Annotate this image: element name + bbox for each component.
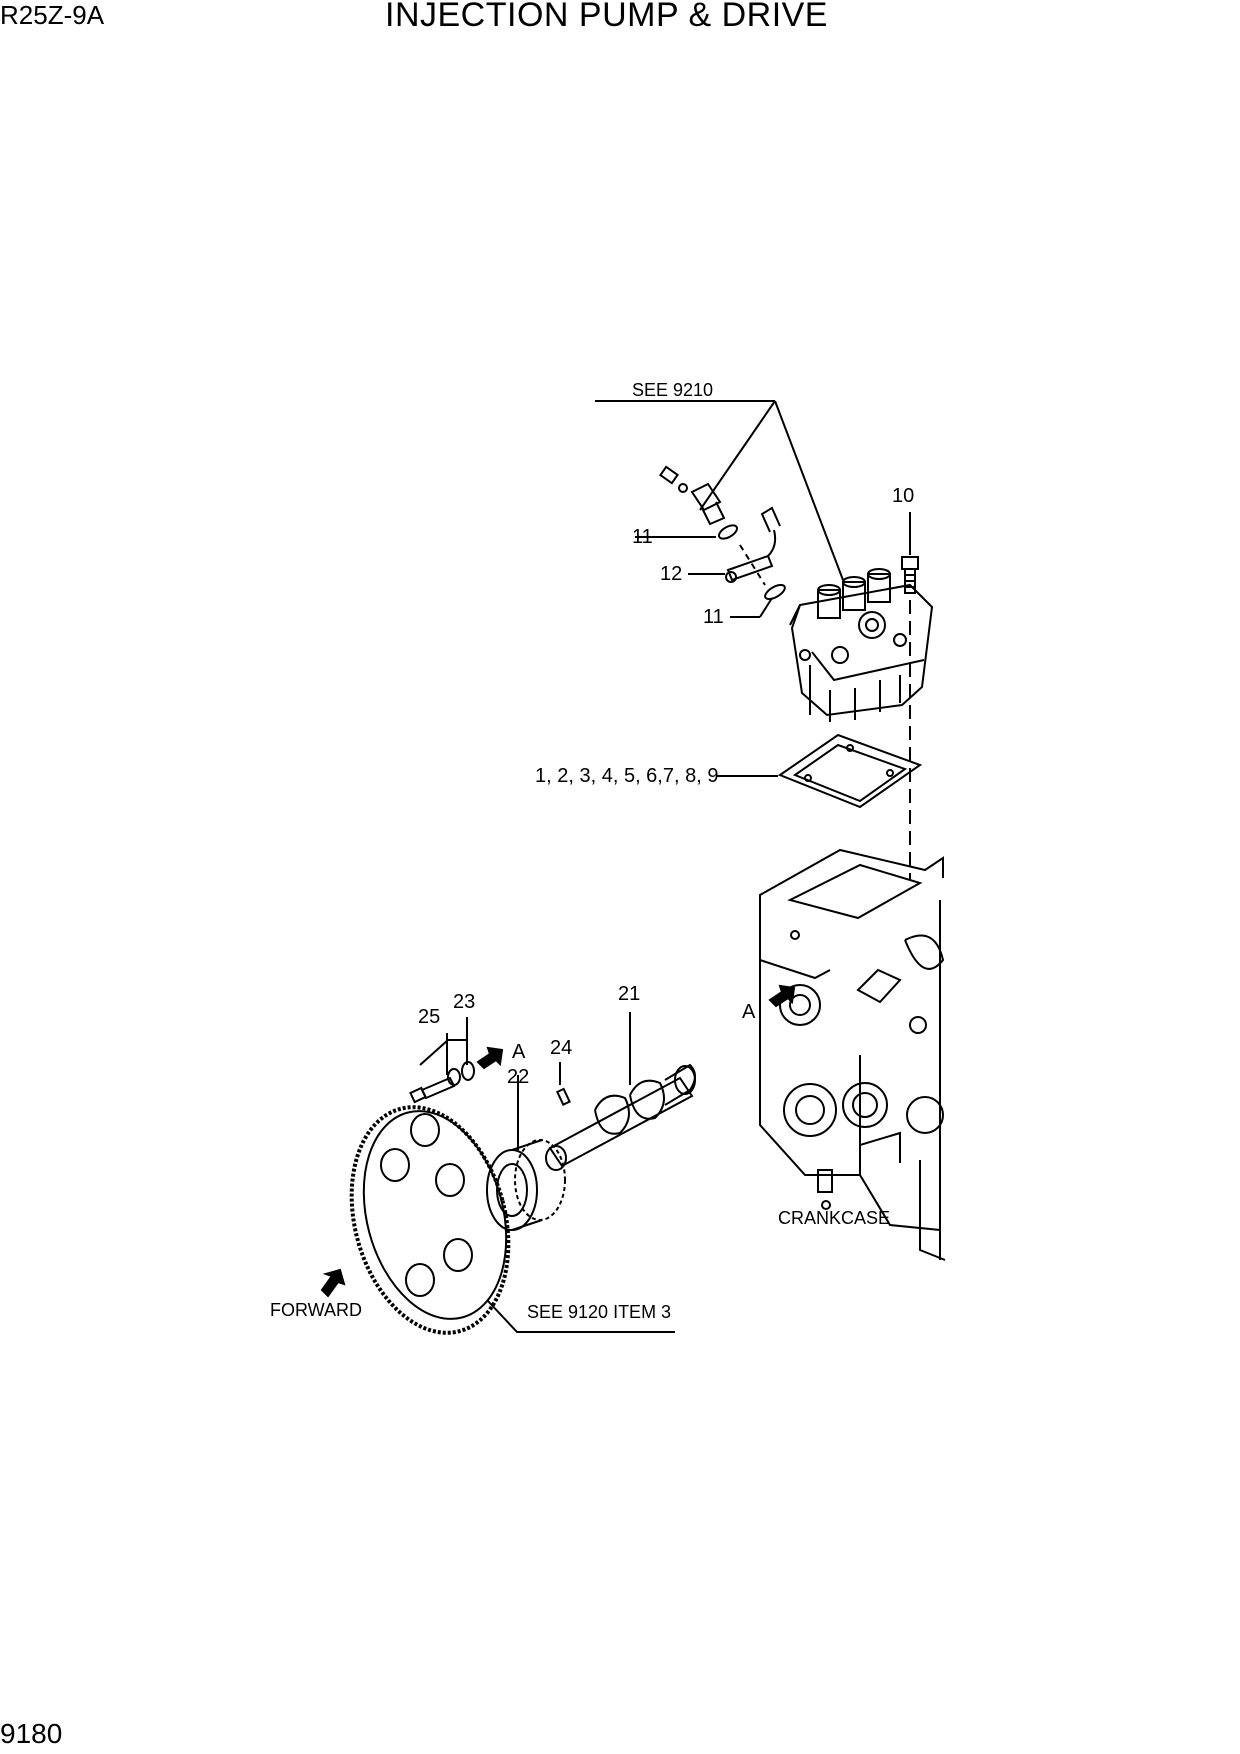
callout-11-upper: 11 <box>632 526 653 548</box>
camshaft-gear <box>349 1105 511 1335</box>
elbow-pipe <box>725 506 781 583</box>
callout-22: 22 <box>507 1066 529 1088</box>
callout-11-lower: 11 <box>703 606 724 628</box>
callout-items-1-9: 1, 2, 3, 4, 5, 6,7, 8, 9 <box>535 765 718 787</box>
pump-gasket <box>777 733 923 809</box>
view-a-arrow-crankcase <box>768 984 796 1008</box>
banjo-bolt <box>659 465 726 526</box>
callout-view-a-parts: A <box>512 1041 526 1063</box>
callout-21: 21 <box>618 983 640 1005</box>
crankcase <box>759 848 946 1261</box>
injection-pump <box>789 568 934 722</box>
page-title: INJECTION PUMP & DRIVE <box>385 0 828 34</box>
callout-see-9210: SEE 9210 <box>632 380 713 400</box>
ball-bearing <box>486 1075 566 1231</box>
callout-forward: FORWARD <box>270 1300 362 1320</box>
callout-view-a-crankcase: A <box>742 1001 756 1023</box>
camshaft <box>545 1012 696 1171</box>
callout-23: 23 <box>453 991 475 1013</box>
model-code: R25Z-9A <box>0 0 105 30</box>
callout-crankcase: CRANKCASE <box>778 1208 890 1228</box>
callout-12: 12 <box>660 563 682 585</box>
page-number: 9180 <box>0 1718 63 1749</box>
callout-25: 25 <box>418 1006 440 1028</box>
key-24 <box>555 1087 571 1106</box>
forward-arrow <box>320 1268 346 1298</box>
callout-10: 10 <box>892 485 914 507</box>
bolt-washer-set <box>409 1017 475 1104</box>
callout-24: 24 <box>550 1037 572 1059</box>
bolt-10 <box>901 512 919 594</box>
callout-see-9120: SEE 9120 ITEM 3 <box>527 1302 671 1322</box>
view-a-arrow-parts <box>476 1046 504 1070</box>
